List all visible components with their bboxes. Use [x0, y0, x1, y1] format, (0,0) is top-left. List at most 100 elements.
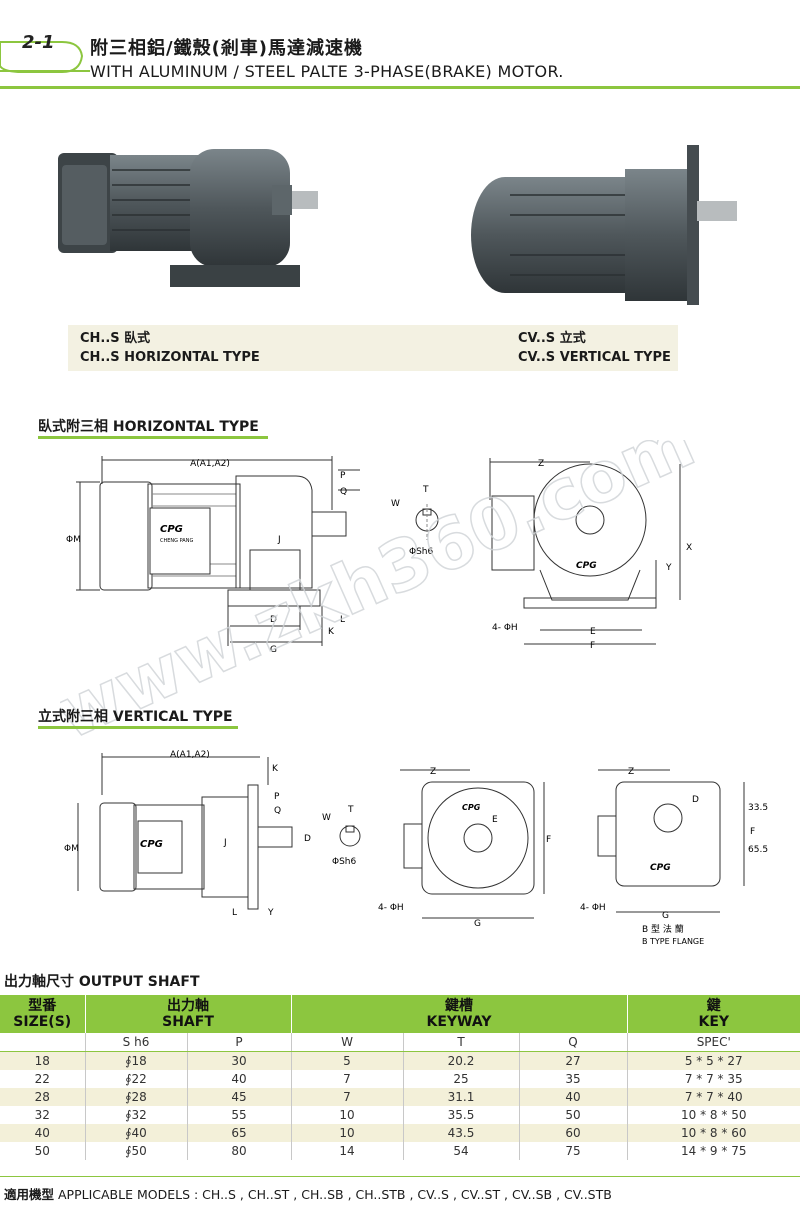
cell-spec: 14 * 9 * 75 — [627, 1142, 800, 1160]
cell-w: 7 — [291, 1088, 404, 1106]
table-bottom-rule — [0, 1176, 800, 1177]
front-dim-x-label: X — [686, 543, 692, 553]
horizontal-shaft-section: T W ΦSh6 — [391, 485, 439, 557]
applicable-models-label: 適用機型 — [4, 1187, 55, 1202]
subheader-sh6: S h6 — [85, 1033, 188, 1052]
horizontal-caption-cn: CH..S 臥式 — [80, 331, 151, 346]
cell-sh6: ∮28 — [85, 1088, 188, 1106]
brand-sub-text: CHENG PANG — [160, 538, 193, 544]
front-brand-text: CPG — [576, 561, 597, 571]
dim-a-label: A(A1,A2) — [190, 459, 230, 469]
cell-spec: 10 * 8 * 50 — [627, 1106, 800, 1124]
horizontal-caption: CH..S 臥式 CH..S HORIZONTAL TYPE — [80, 329, 260, 367]
vertical-dim-k-label: K — [272, 764, 279, 774]
vertical-dim-a-label: A(A1,A2) — [170, 750, 210, 760]
subheader-w: W — [291, 1033, 404, 1052]
page-title-chinese: 附三相鋁/鐵殼(剎車)馬達減速機 — [90, 38, 364, 59]
front-dim-y-label: Y — [665, 563, 672, 573]
vertical-caption: CV..S 立式 CV..S VERTICAL TYPE — [518, 329, 671, 367]
brand-logo-text: CPG — [160, 524, 183, 535]
cell-p: 65 — [187, 1124, 292, 1142]
dim-k-label: K — [328, 627, 335, 637]
cell-t: 43.5 — [403, 1124, 520, 1142]
cell-size: 40 — [0, 1124, 86, 1142]
flange-dim-e-label: E — [492, 815, 498, 825]
cell-w: 14 — [291, 1142, 404, 1160]
dim-p-label: P — [340, 471, 346, 481]
horizontal-front-drawing: Z X Y E F 4- ΦH CPG — [489, 458, 692, 650]
front-dim-z-label: Z — [538, 459, 544, 469]
dim-sh6-label: ΦSh6 — [409, 547, 434, 557]
vertical-brand-text: CPG — [140, 839, 163, 850]
cell-q: 75 — [519, 1142, 628, 1160]
applicable-models: 適用機型 APPLICABLE MODELS : CH..S , CH..ST … — [4, 1184, 612, 1203]
flange-dim-h-label: 4- ΦH — [378, 903, 404, 913]
cell-q: 35 — [519, 1070, 628, 1088]
cell-spec: 7 * 7 * 35 — [627, 1070, 800, 1088]
cell-size: 28 — [0, 1088, 86, 1106]
flange-brand-text: CPG — [462, 803, 481, 812]
subheader-p: P — [187, 1033, 292, 1052]
cell-t: 31.1 — [403, 1088, 520, 1106]
cell-q: 27 — [519, 1051, 628, 1070]
cell-size: 50 — [0, 1142, 86, 1160]
cell-p: 80 — [187, 1142, 292, 1160]
bflange-dim-f-label: F — [750, 827, 755, 837]
cell-spec: 5 * 5 * 27 — [627, 1051, 800, 1070]
applicable-models-list: APPLICABLE MODELS : CH..S , CH..ST , CH.… — [58, 1187, 612, 1202]
front-dim-f-label: F — [590, 641, 595, 650]
vertical-dim-y-label: Y — [267, 908, 274, 918]
vertical-dim-q-label: Q — [274, 806, 281, 816]
horizontal-section-rule — [38, 436, 268, 439]
vertical-caption-en: CV..S VERTICAL TYPE — [518, 350, 671, 365]
dim-g-label: G — [270, 645, 277, 655]
cell-w: 10 — [291, 1106, 404, 1124]
cell-p: 45 — [187, 1088, 292, 1106]
bflange-dim-h-label: 4- ΦH — [580, 903, 606, 913]
subheader-spec: SPEC' — [627, 1033, 800, 1052]
cell-q: 50 — [519, 1106, 628, 1124]
cell-sh6: ∮40 — [85, 1124, 188, 1142]
vertical-dim-w-label: W — [322, 813, 331, 823]
b-flange-caption-en: B TYPE FLANGE — [642, 937, 704, 946]
cell-sh6: ∮18 — [85, 1051, 188, 1070]
vertical-flange-drawing: Z F E G 4- ΦH CPG — [378, 767, 551, 929]
subheader-t: T — [403, 1033, 520, 1052]
horizontal-section-title: 臥式附三相 HORIZONTAL TYPE — [38, 419, 259, 435]
vertical-dim-d-label: D — [304, 834, 311, 844]
cell-w: 5 — [291, 1051, 404, 1070]
subheader-q: Q — [519, 1033, 628, 1052]
cell-w: 7 — [291, 1070, 404, 1088]
front-dim-e-label: E — [590, 627, 596, 637]
cell-t: 25 — [403, 1070, 520, 1088]
vertical-shaft-section: T W ΦSh6 — [322, 805, 361, 867]
bflange-dim-g-label: G — [662, 911, 669, 921]
cell-t: 54 — [403, 1142, 520, 1160]
cell-q: 40 — [519, 1088, 628, 1106]
output-shaft-title: 出力軸尺寸 OUTPUT SHAFT — [4, 974, 200, 990]
cell-t: 35.5 — [403, 1106, 520, 1124]
horizontal-side-drawing: A(A1,A2) ΦM P Q J D G L K CPG CHENG PANG — [66, 456, 360, 655]
dim-q-label: Q — [340, 487, 347, 497]
dim-l-label: L — [340, 615, 345, 625]
cell-sh6: ∮32 — [85, 1106, 188, 1124]
vertical-dim-sh6-label: ΦSh6 — [332, 857, 357, 867]
horizontal-motor-photo — [58, 149, 318, 287]
header-rule — [0, 86, 800, 89]
cell-q: 60 — [519, 1124, 628, 1142]
cell-sh6: ∮50 — [85, 1142, 188, 1160]
section-badge: 2-1 — [0, 22, 800, 73]
cell-size: 18 — [0, 1051, 86, 1070]
cell-size: 22 — [0, 1070, 86, 1088]
dim-w-label: W — [391, 499, 400, 509]
